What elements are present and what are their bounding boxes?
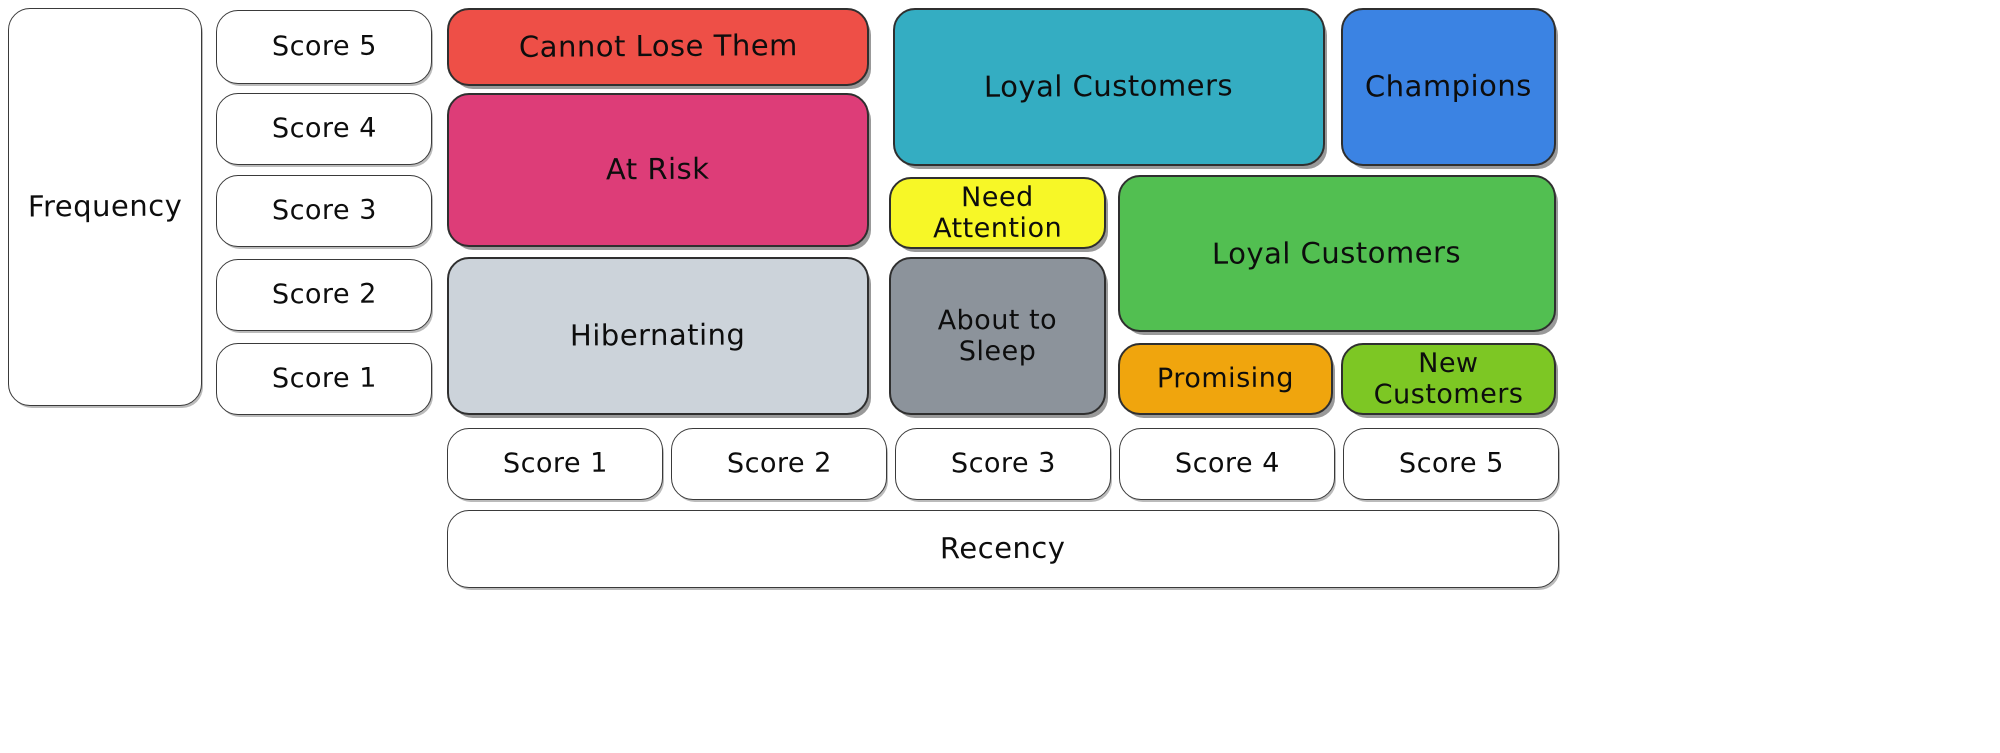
frequency-score-4-label: Score 4: [271, 113, 377, 145]
frequency-score-5[interactable]: Score 5: [216, 10, 432, 84]
recency-score-4[interactable]: Score 4: [1119, 428, 1335, 500]
recency-score-3[interactable]: Score 3: [895, 428, 1111, 500]
segment-about-to-sleep-label: About to Sleep: [937, 304, 1058, 368]
recency-score-2[interactable]: Score 2: [671, 428, 887, 500]
segment-hibernating-label: Hibernating: [570, 317, 746, 353]
segment-cannot-lose-them-label: Cannot Lose Them: [518, 28, 798, 65]
segment-need-attention[interactable]: Need Attention: [889, 177, 1106, 249]
segment-loyal-customers-teal[interactable]: Loyal Customers: [893, 8, 1325, 166]
recency-axis-label: Recency: [940, 530, 1066, 566]
frequency-axis-title: Frequency: [8, 8, 202, 406]
recency-score-1-label: Score 1: [502, 448, 608, 480]
segment-cannot-lose-them[interactable]: Cannot Lose Them: [447, 8, 869, 86]
recency-score-3-label: Score 3: [950, 448, 1056, 480]
segment-need-attention-label: Need Attention: [932, 181, 1063, 245]
segment-about-to-sleep[interactable]: About to Sleep: [889, 257, 1106, 415]
recency-score-1[interactable]: Score 1: [447, 428, 663, 500]
frequency-score-1[interactable]: Score 1: [216, 343, 432, 415]
frequency-score-3-label: Score 3: [271, 195, 377, 227]
segment-at-risk-label: At Risk: [606, 152, 710, 187]
recency-score-5-label: Score 5: [1398, 448, 1504, 480]
segment-loyal-customers-green[interactable]: Loyal Customers: [1118, 175, 1556, 332]
segment-loyal-customers-green-label: Loyal Customers: [1212, 235, 1462, 271]
segment-loyal-customers-teal-label: Loyal Customers: [984, 68, 1234, 105]
segment-new-customers[interactable]: New Customers: [1341, 343, 1556, 415]
segment-promising[interactable]: Promising: [1118, 343, 1333, 415]
recency-axis-title: Recency: [447, 510, 1559, 588]
segment-hibernating[interactable]: Hibernating: [447, 257, 869, 415]
segment-champions-label: Champions: [1364, 68, 1533, 104]
frequency-score-5-label: Score 5: [271, 31, 377, 63]
frequency-axis-label: Frequency: [27, 188, 183, 224]
frequency-score-2[interactable]: Score 2: [216, 259, 432, 331]
frequency-score-2-label: Score 2: [271, 279, 377, 311]
segment-new-customers-label: New Customers: [1373, 347, 1524, 411]
segment-at-risk[interactable]: At Risk: [447, 93, 869, 247]
recency-score-2-label: Score 2: [726, 448, 832, 480]
recency-score-4-label: Score 4: [1174, 448, 1280, 480]
frequency-score-3[interactable]: Score 3: [216, 175, 432, 247]
frequency-score-1-label: Score 1: [271, 363, 377, 395]
segment-promising-label: Promising: [1156, 363, 1295, 395]
frequency-score-4[interactable]: Score 4: [216, 93, 432, 165]
segment-champions[interactable]: Champions: [1341, 8, 1556, 166]
recency-score-5[interactable]: Score 5: [1343, 428, 1559, 500]
